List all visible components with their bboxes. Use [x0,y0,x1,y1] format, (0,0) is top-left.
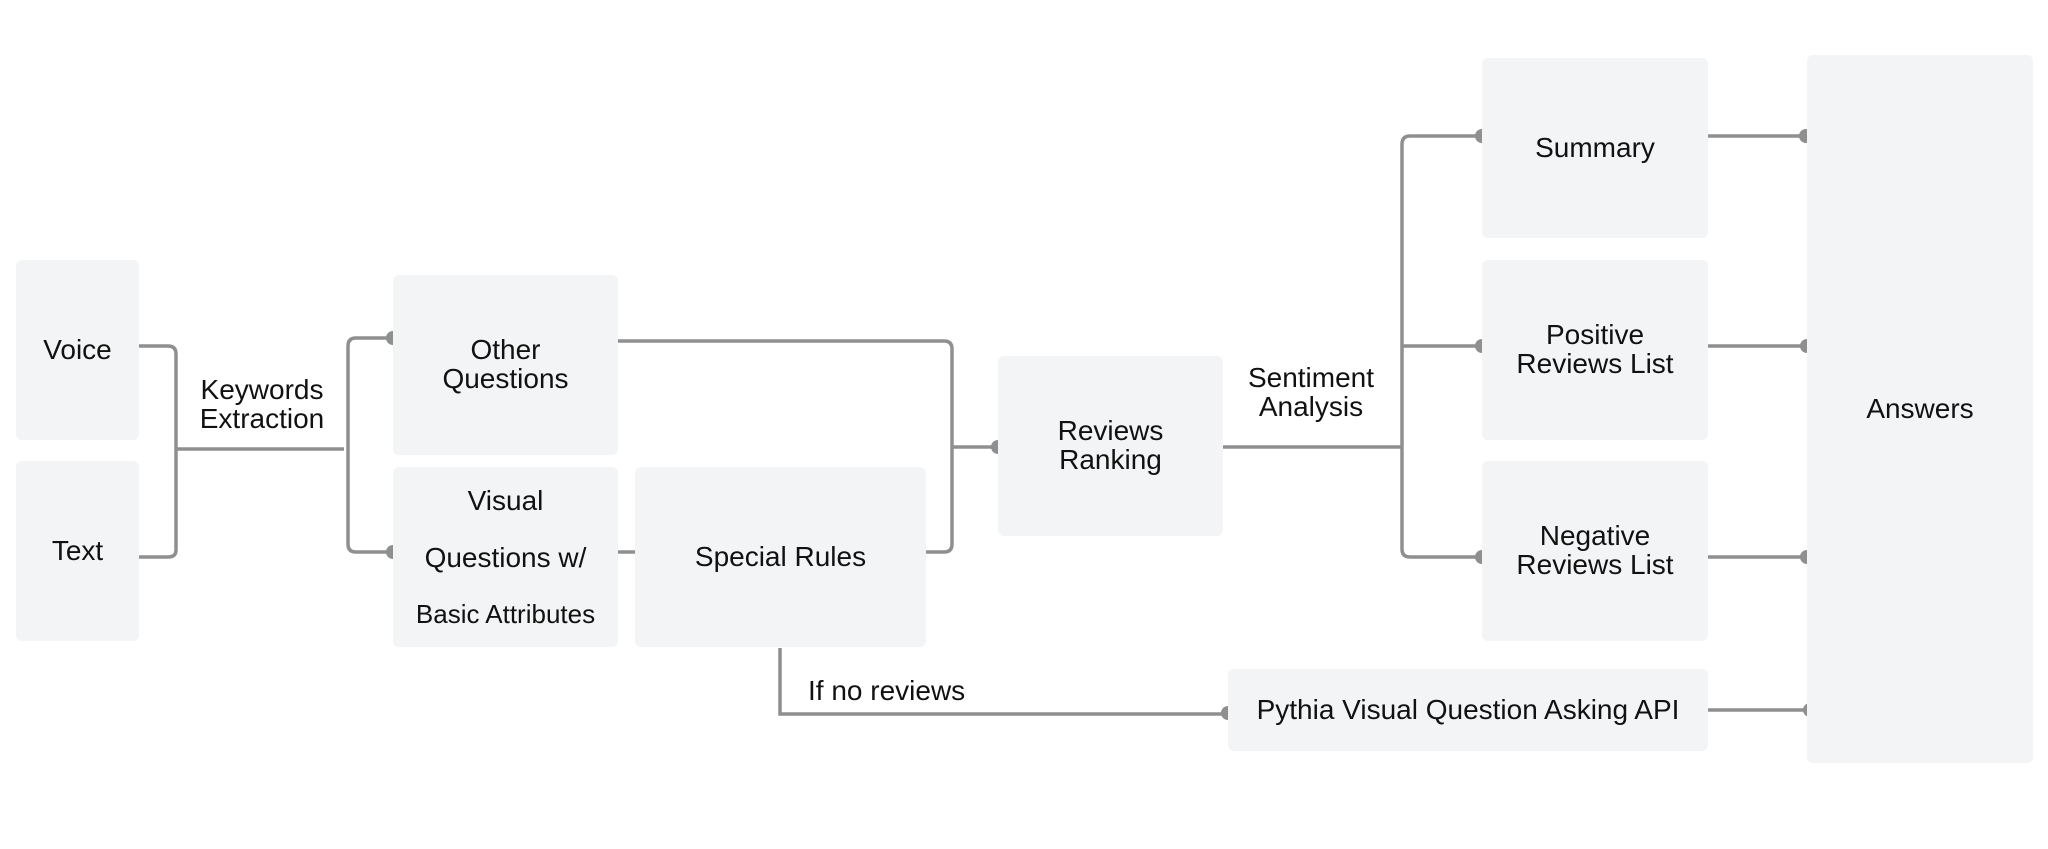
node-positive-reviews-label: Positive Reviews List [1516,319,1674,379]
visual-questions-line-2: Questions w/ [424,541,587,573]
node-visual-questions: Visual Questions w/ Basic Attributes [393,467,618,647]
node-text-label: Text [51,534,104,566]
node-negative-reviews: Negative Reviews List [1482,461,1708,641]
visual-questions-line-3: Basic Attributes [415,598,596,629]
connector-no-reviews [778,648,1226,716]
node-text: Text [16,461,139,641]
node-other-questions: Other Questions [393,275,618,455]
label-sentiment-analysis: Sentiment Analysis [1247,362,1375,422]
label-if-no-reviews: If no reviews [808,675,966,706]
node-reviews-ranking-label: Reviews Ranking [1057,415,1164,475]
node-visual-questions-label: Visual Questions w/ Basic Attributes [416,458,595,656]
node-other-questions-label: Other Questions [442,334,569,394]
connector-voice [138,344,178,559]
label-keywords-extraction: Keywords Extraction [199,374,325,434]
node-positive-reviews: Positive Reviews List [1482,260,1708,440]
node-pythia-api-label: Pythia Visual Question Asking API [1256,693,1680,725]
node-reviews-ranking: Reviews Ranking [998,356,1223,536]
node-answers: Answers [1807,55,2033,763]
node-special-rules: Special Rules [635,467,926,647]
node-negative-reviews-label: Negative Reviews List [1516,520,1674,580]
node-special-rules-label: Special Rules [694,540,867,572]
connector-keywords-split [346,336,392,554]
node-voice: Voice [16,260,139,440]
node-voice-label: Voice [43,333,112,365]
node-pythia-api: Pythia Visual Question Asking API [1228,669,1708,751]
node-summary: Summary [1482,58,1708,238]
node-answers-label: Answers [1866,392,1974,424]
node-summary-label: Summary [1535,131,1655,163]
visual-questions-line-1: Visual [467,484,544,516]
